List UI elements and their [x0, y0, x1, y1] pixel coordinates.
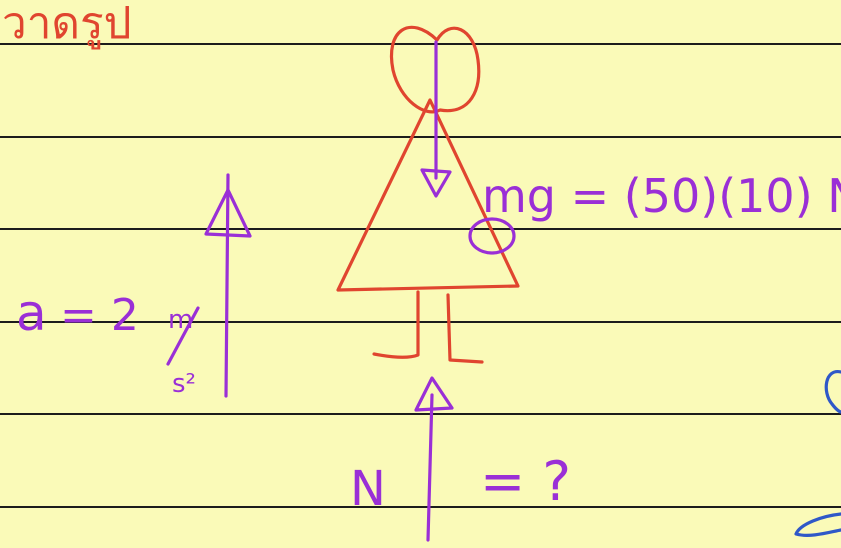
acceleration-unit-top: m [168, 305, 193, 335]
acceleration-value: = 2 [60, 290, 139, 341]
person-figure [336, 25, 520, 364]
heading-text: วาดรูป [2, 0, 132, 50]
ruled-lines [0, 43, 841, 508]
person-body [336, 98, 520, 292]
blue-ink-fragment [794, 370, 841, 537]
acceleration-unit-divider [166, 306, 200, 366]
person-head [390, 25, 481, 114]
normal-force-arrow [414, 376, 454, 542]
weight-force-arrow [420, 40, 452, 198]
person-left-leg [372, 290, 420, 359]
weight-circle-mark [468, 217, 516, 255]
normal-force-value: = ? [480, 450, 571, 513]
weight-label: mg = (50)(10) N [482, 169, 841, 223]
acceleration-symbol: a [16, 284, 47, 342]
acceleration-unit-bottom: s² [172, 369, 196, 399]
acceleration-arrow [204, 173, 252, 398]
normal-force-label: N [350, 461, 386, 517]
person-right-leg [446, 293, 484, 364]
